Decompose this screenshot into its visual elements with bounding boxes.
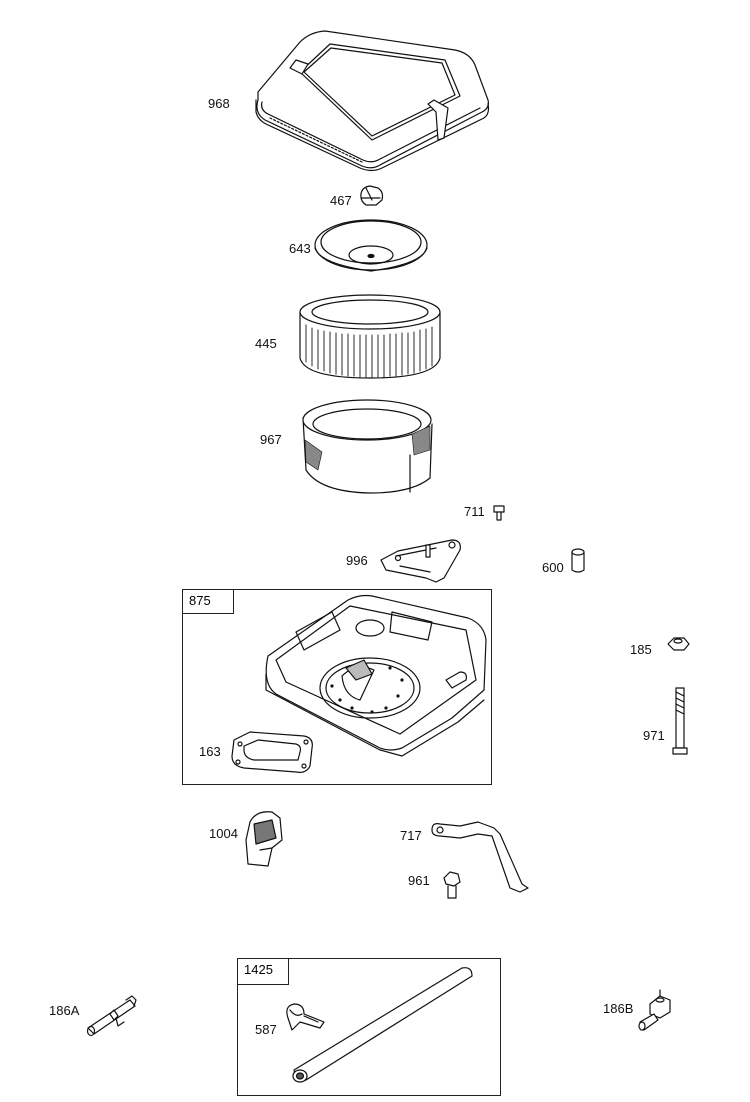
part-163-gasket — [231, 731, 313, 773]
group-label-875: 875 — [182, 589, 234, 614]
label-185: 185 — [630, 642, 652, 657]
part-185-nut — [667, 637, 690, 651]
label-643: 643 — [289, 241, 311, 256]
label-163: 163 — [199, 744, 221, 759]
part-961-bolt — [443, 871, 461, 899]
label-711: 711 — [464, 504, 485, 519]
group-box-1425 — [237, 958, 501, 1096]
part-996-bracket — [380, 539, 461, 583]
part-1425-tube — [292, 967, 473, 1083]
label-1004: 1004 — [209, 826, 238, 841]
label-717: 717 — [400, 828, 422, 843]
group-label-1425: 1425 — [237, 958, 289, 985]
part-186A-fitting — [86, 995, 137, 1037]
part-587-clamp — [286, 1003, 325, 1031]
part-971-bolt — [672, 687, 688, 755]
label-445: 445 — [255, 336, 277, 351]
part-467-knob — [360, 185, 384, 206]
part-711-bolt — [493, 505, 505, 521]
label-186B: 186B — [603, 1001, 634, 1016]
part-967-precleaner — [302, 399, 433, 494]
label-587: 587 — [255, 1022, 277, 1037]
label-186A: 186A — [49, 1003, 80, 1018]
part-186B-fitting — [638, 989, 671, 1031]
part-968-cover — [255, 30, 490, 172]
part-445-filter — [299, 294, 441, 379]
part-643-plate — [314, 219, 428, 272]
group-box-875 — [182, 589, 492, 785]
label-467: 467 — [330, 193, 352, 208]
label-961: 961 — [408, 873, 430, 888]
label-968: 968 — [208, 96, 230, 111]
label-600: 600 — [542, 560, 564, 575]
label-971: 971 — [643, 728, 665, 743]
part-875-base — [265, 594, 487, 757]
part-717-strap — [431, 821, 529, 893]
part-600-spacer — [571, 548, 585, 573]
label-967: 967 — [260, 432, 282, 447]
part-1004-duct — [245, 811, 283, 867]
label-996: 996 — [346, 553, 368, 568]
